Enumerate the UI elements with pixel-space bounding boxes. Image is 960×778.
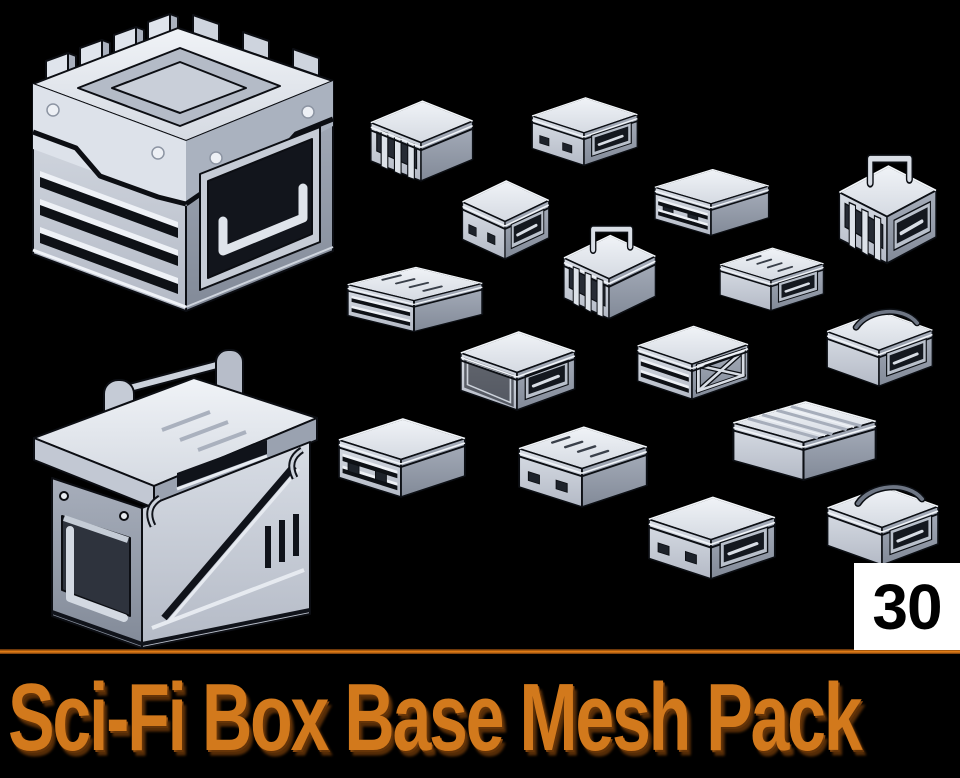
render-tiered-container [562, 226, 657, 320]
render-ribbed-crate [369, 100, 474, 182]
render-ammo-box-large-with-carry-handle [33, 349, 318, 649]
render-long-storage-crate [337, 418, 467, 498]
render-plank-lid-crate [732, 400, 877, 482]
render-corner-post-crate [647, 496, 777, 580]
render-railed-low-crate [517, 426, 648, 508]
render-dark-lid-crate [719, 247, 825, 312]
render-ammo-can-with-strap-handle [826, 303, 934, 387]
divider-line [0, 649, 960, 654]
render-toolbox-case [653, 168, 770, 237]
render-caged-box-with-loop-handle [838, 155, 937, 265]
render-armored-crate-large [32, 13, 334, 312]
render-cross-braced-container [636, 325, 749, 401]
item-count: 30 [872, 570, 942, 643]
render-flat-transport-case [531, 97, 639, 167]
item-count-badge: 30 [854, 563, 960, 650]
render-sloped-top-container [461, 180, 550, 260]
pack-title: Sci-Fi Box Base Mesh Pack [8, 664, 863, 771]
render-rounded-panel-crate [459, 331, 576, 411]
render-small-ammo-can-with-strap [826, 478, 939, 566]
